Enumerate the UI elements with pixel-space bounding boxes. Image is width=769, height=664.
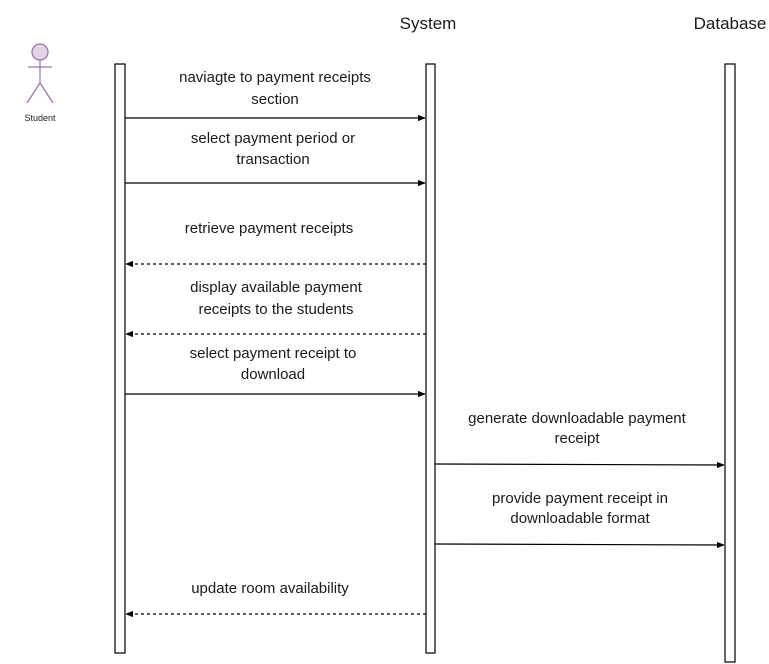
system-lifeline — [425, 63, 436, 654]
message-label: section — [251, 91, 299, 108]
message-label: receipts to the students — [198, 301, 353, 318]
message-label: retrieve payment receipts — [185, 220, 353, 237]
messages-group: naviagte to payment receipts section selec… — [125, 69, 725, 618]
student-label: Student — [24, 113, 56, 123]
actor-right-leg — [39, 82, 54, 104]
message-label: select payment period or — [191, 130, 355, 147]
message-label: transaction — [236, 151, 309, 168]
student-actor-icon — [26, 43, 54, 104]
message-label: display available payment — [190, 279, 363, 296]
actor-head — [31, 43, 49, 61]
message-arrow — [434, 461, 725, 469]
actor-left-leg — [26, 82, 41, 104]
message-label: downloadable format — [510, 510, 650, 527]
message-label: generate downloadable payment — [468, 410, 686, 427]
message-label: receipt — [554, 430, 600, 447]
message-arrow — [434, 541, 725, 549]
system-title: System — [400, 14, 457, 33]
message-label: download — [241, 366, 305, 383]
student-lifeline — [114, 63, 126, 654]
message-label: select payment receipt to — [190, 345, 357, 362]
message-label: naviagte to payment receipts — [179, 69, 371, 86]
database-lifeline — [724, 63, 736, 663]
database-title: Database — [694, 14, 767, 33]
message-label: update room availability — [191, 580, 349, 597]
message-label: provide payment receipt in — [492, 490, 668, 507]
